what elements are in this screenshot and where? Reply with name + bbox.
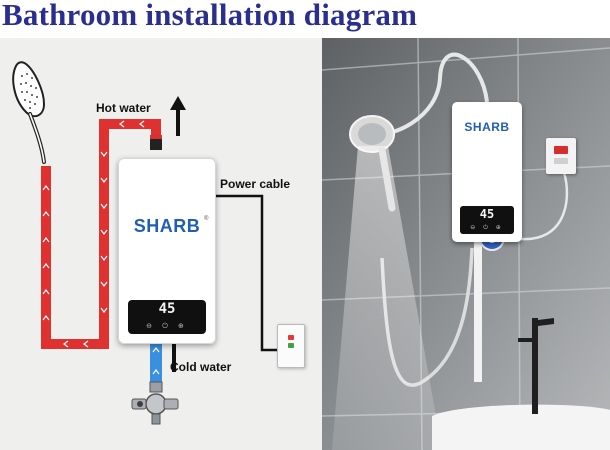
bathtub bbox=[432, 404, 610, 450]
heater-display: 45 ⊖ ⏻ ⊕ bbox=[460, 206, 514, 234]
heater-control-buttons: ⊖ ⏻ ⊕ bbox=[146, 322, 188, 330]
angle-valve-icon bbox=[131, 381, 179, 425]
hot-water-pipe bbox=[41, 119, 161, 349]
installation-photo: SHARB 45 ⊖ ⏻ ⊕ bbox=[322, 38, 610, 450]
power-switch-icon bbox=[277, 324, 305, 368]
tub-faucet bbox=[518, 318, 554, 414]
brand-logo: SHARB bbox=[133, 216, 201, 236]
installation-schematic: Hot water Power cable Cold water SHARB ®… bbox=[0, 38, 322, 450]
temperature-readout: 45 bbox=[158, 301, 176, 317]
water-spray bbox=[332, 146, 442, 450]
shower-head-icon bbox=[12, 61, 46, 164]
installed-water-heater: SHARB 45 ⊖ ⏻ ⊕ bbox=[452, 102, 522, 242]
page-title: Bathroom installation diagram bbox=[2, 0, 418, 32]
hot-outlet-fitting bbox=[150, 138, 162, 150]
registered-mark: ® bbox=[204, 216, 209, 222]
heater-display: 45 ⊖ ⏻ ⊕ bbox=[128, 300, 206, 334]
cold-water-label: Cold water bbox=[170, 360, 232, 374]
bathroom-scene bbox=[322, 38, 610, 450]
temperature-readout: 45 bbox=[479, 207, 495, 221]
heater-control-buttons: ⊖ ⏻ ⊕ bbox=[470, 224, 504, 231]
arrow-up-icon bbox=[170, 96, 186, 136]
power-switch-icon bbox=[546, 138, 576, 174]
brand-logo: SHARB bbox=[464, 120, 510, 134]
hot-water-label: Hot water bbox=[96, 101, 151, 115]
power-cable-label: Power cable bbox=[220, 177, 291, 191]
water-heater-unit: SHARB ® 45 ⊖ ⏻ ⊕ bbox=[118, 158, 216, 344]
